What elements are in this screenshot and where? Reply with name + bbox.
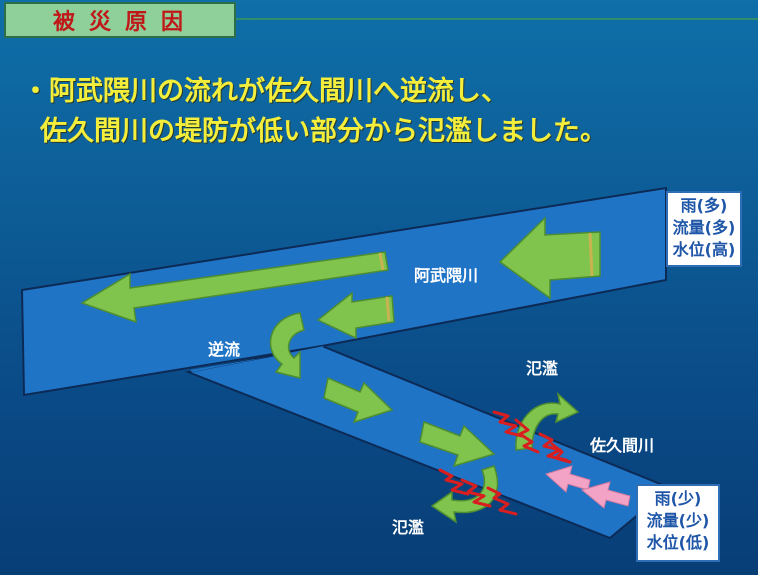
downstream-arrow	[80, 251, 389, 324]
flood-arrow-lower	[430, 465, 499, 524]
flood-arrow-upper	[515, 391, 580, 451]
junction-arrow	[316, 291, 395, 340]
inflow-arrow-large	[498, 216, 601, 300]
backflow-arrow-2	[419, 420, 496, 468]
levee-breach-lower	[438, 468, 518, 516]
sakuma-info-box: 雨(少) 流量(少) 水位(低)	[636, 484, 720, 562]
backflow-label: 逆流	[208, 340, 241, 359]
backflow-curve-arrow	[269, 312, 305, 379]
flood-label-lower: 氾濫	[392, 518, 425, 537]
levee-breach-upper	[492, 410, 572, 464]
lead-line-2: 佐久間川の堤防が低い部分から氾濫しました。	[40, 116, 607, 147]
abukuma-info-box: 雨(多) 流量(多) 水位(高)	[666, 191, 742, 267]
slide-title: 被災原因	[4, 2, 236, 38]
flood-label-upper: 氾濫	[526, 359, 559, 378]
abukuma-flow: 流量(多)	[672, 218, 736, 237]
backflow-arrow-1	[323, 376, 394, 424]
abukuma-river	[20, 186, 667, 397]
abukuma-level: 水位(高)	[672, 240, 736, 259]
sakuma-inflow-arrow-2	[580, 481, 631, 509]
lead-text: ・阿武隈川の流れが佐久間川へ逆流し、 佐久間川の堤防が低い部分から氾濫しました。	[22, 72, 607, 152]
abukuma-river-label: 阿武隈川	[414, 266, 479, 285]
lead-line-1: ・阿武隈川の流れが佐久間川へ逆流し、	[22, 76, 508, 107]
abukuma-rain: 雨(多)	[680, 196, 728, 215]
sakuma-river-label: 佐久間川	[590, 436, 655, 455]
sakuma-level: 水位(低)	[646, 533, 710, 552]
header-divider	[236, 18, 758, 20]
sakuma-rain: 雨(少)	[654, 489, 702, 508]
sakuma-flow: 流量(少)	[646, 511, 710, 530]
